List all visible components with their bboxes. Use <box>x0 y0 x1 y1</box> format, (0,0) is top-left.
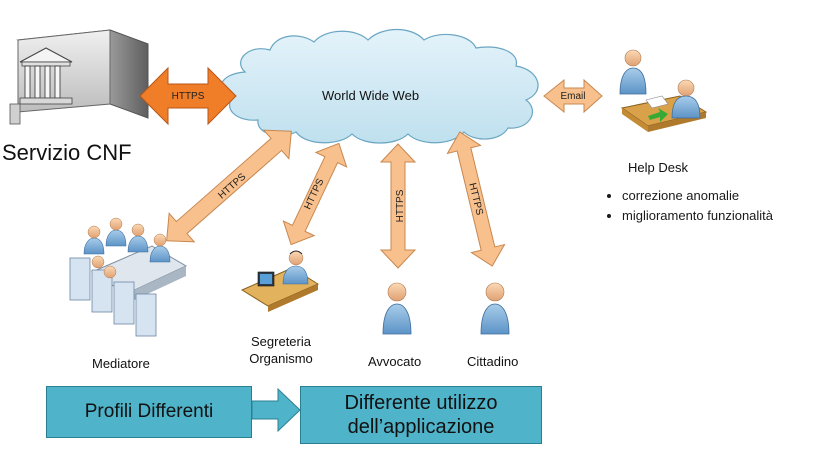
https-arrow-avvocato <box>379 143 417 269</box>
profili-differenti-text: Profili Differenti <box>84 401 214 422</box>
profili-differenti-box: Profili Differenti <box>46 386 252 438</box>
https-label-avvocato: HTTPS <box>395 189 406 222</box>
helpdesk-icon <box>619 49 708 132</box>
segreteria-label-line1: Segreteria <box>251 334 311 349</box>
helpdesk-bullet: miglioramento funzionalità <box>622 206 773 226</box>
https-arrow-mediatore <box>166 129 292 243</box>
server-icon <box>9 29 149 125</box>
https-arrow-cittadino <box>446 131 506 267</box>
server-label: Servizio CNF <box>2 140 132 165</box>
segreteria-label-line2: Organismo <box>249 351 313 366</box>
https-arrow-segreteria <box>282 142 348 246</box>
helpdesk-bullets: correzione anomalie miglioramento funzio… <box>604 186 773 226</box>
flow-arrow <box>251 387 301 433</box>
mediatore-label: Mediatore <box>92 356 150 371</box>
helpdesk-bullet: correzione anomalie <box>622 186 773 206</box>
helpdesk-title: Help Desk <box>628 160 688 175</box>
differente-utilizzo-box: Differente utilizzo dell’applicazione <box>300 386 542 444</box>
lawyer-person-icon <box>382 282 412 335</box>
email-arrow <box>543 78 603 114</box>
https-arrow-server-web <box>139 66 237 126</box>
cloud-shape <box>220 29 539 144</box>
secretary-icon <box>240 250 320 312</box>
email-label: Email <box>560 91 585 102</box>
cloud-label: World Wide Web <box>322 88 420 103</box>
https-label-server-web: HTTPS <box>172 91 205 102</box>
differente-utilizzo-line2: dell’applicazione <box>347 416 495 438</box>
meeting-icon <box>69 217 188 337</box>
avvocato-label: Avvocato <box>368 354 422 369</box>
segreteria-label: Segreteria Organismo <box>236 333 326 367</box>
cittadino-label: Cittadino <box>467 354 519 369</box>
citizen-person-icon <box>480 282 510 335</box>
differente-utilizzo-line1: Differente utilizzo <box>344 392 498 414</box>
